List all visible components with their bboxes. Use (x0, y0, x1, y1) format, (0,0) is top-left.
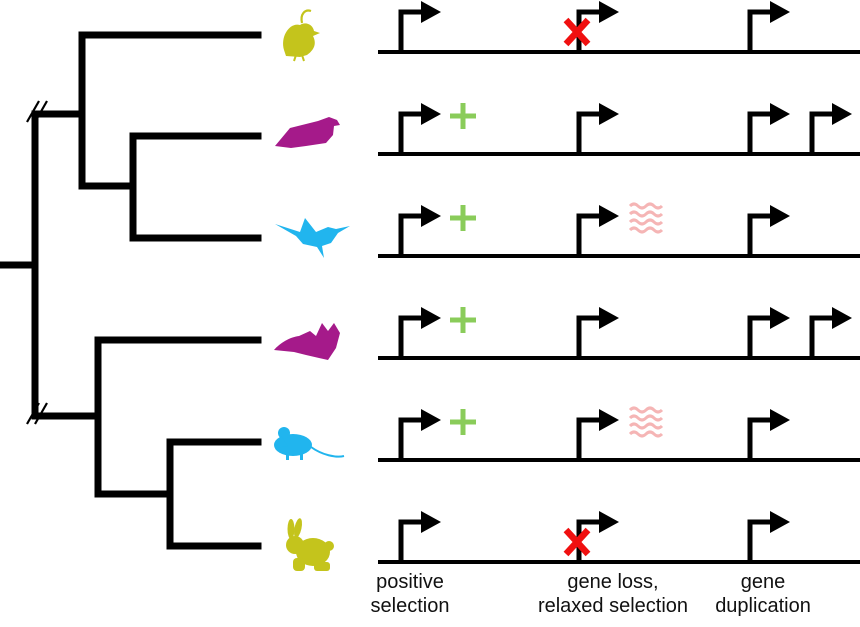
caption-gene-loss: gene loss, relaxed selection (533, 570, 693, 618)
duplicated-promoter-arrow-arrowhead (832, 307, 852, 329)
duplicated-promoter-arrow (809, 111, 837, 154)
promoter-arrow-positive-arrowhead (421, 307, 441, 329)
promoter-arrow-positive-arrowhead (421, 205, 441, 227)
promoter-arrow-positive (398, 111, 426, 154)
promoter-arrow-duplication (747, 315, 775, 358)
promoter-arrow-positive (398, 519, 426, 562)
nightjar-icon (275, 117, 340, 148)
promoter-arrow-loss (576, 417, 604, 460)
promoter-arrow-loss-arrowhead (599, 103, 619, 125)
promoter-arrow-loss-arrowhead (599, 1, 619, 23)
relaxed-selection-wave (628, 202, 664, 210)
promoter-arrow-duplication-arrowhead (770, 103, 790, 125)
promoter-arrow-loss-arrowhead (599, 409, 619, 431)
promoter-arrow-positive-arrowhead (421, 103, 441, 125)
positive-selection-plus (450, 103, 476, 129)
promoter-arrow-duplication-arrowhead (770, 409, 790, 431)
gene-panels (378, 1, 860, 564)
species-icons (274, 9, 350, 571)
phylogenetic-tree (0, 31, 262, 550)
positive-selection-plus (450, 205, 476, 231)
hummingbird-icon (275, 218, 350, 258)
caption-duplication-line1: gene (740, 571, 786, 593)
relaxed-selection-wave (628, 406, 664, 414)
promoter-arrow-loss (576, 213, 604, 256)
positive-selection-plus (450, 307, 476, 333)
relaxed-selection-wave (628, 422, 664, 430)
promoter-arrow-positive (398, 213, 426, 256)
relaxed-selection-wave (628, 210, 664, 218)
promoter-arrow-duplication (747, 9, 775, 52)
promoter-arrow-duplication (747, 213, 775, 256)
positive-selection-plus (450, 409, 476, 435)
promoter-arrow-loss-arrowhead (599, 205, 619, 227)
duplicated-promoter-arrow-arrowhead (832, 103, 852, 125)
duplicated-promoter-arrow (809, 315, 837, 358)
promoter-arrow-duplication (747, 519, 775, 562)
rabbit-icon (286, 518, 334, 571)
bat-icon (274, 323, 340, 360)
gene-loss-cross (563, 17, 591, 47)
quail-icon (283, 9, 320, 62)
caption-positive-selection: positive selection (365, 570, 455, 618)
branch-break-marks (26, 100, 48, 425)
caption-gene-duplication: gene duplication (708, 570, 818, 618)
mouse-icon (274, 427, 345, 460)
caption-loss-line2: relaxed selection (537, 595, 689, 617)
relaxed-selection-wave (628, 218, 664, 226)
promoter-arrow-duplication-arrowhead (770, 307, 790, 329)
promoter-arrow-loss-arrowhead (599, 511, 619, 533)
promoter-arrow-duplication-arrowhead (770, 1, 790, 23)
relaxed-selection-wave (628, 414, 664, 422)
promoter-arrow-positive (398, 9, 426, 52)
promoter-arrow-positive (398, 315, 426, 358)
caption-loss-line1: gene loss, (567, 571, 659, 593)
caption-positive-line1: positive (376, 571, 444, 593)
promoter-arrow-duplication (747, 417, 775, 460)
promoter-arrow-loss (576, 111, 604, 154)
relaxed-selection-wave (628, 226, 664, 234)
promoter-arrow-duplication-arrowhead (770, 511, 790, 533)
promoter-arrow-positive-arrowhead (421, 1, 441, 23)
caption-positive-line2: selection (370, 595, 450, 617)
promoter-arrow-duplication-arrowhead (770, 205, 790, 227)
promoter-arrow-positive-arrowhead (421, 511, 441, 533)
promoter-arrow-loss-arrowhead (599, 307, 619, 329)
gene-loss-cross (563, 527, 591, 557)
promoter-arrow-positive-arrowhead (421, 409, 441, 431)
promoter-arrow-loss (576, 315, 604, 358)
promoter-arrow-duplication (747, 111, 775, 154)
promoter-arrow-positive (398, 417, 426, 460)
caption-duplication-line2: duplication (715, 595, 811, 617)
relaxed-selection-wave (628, 430, 664, 438)
